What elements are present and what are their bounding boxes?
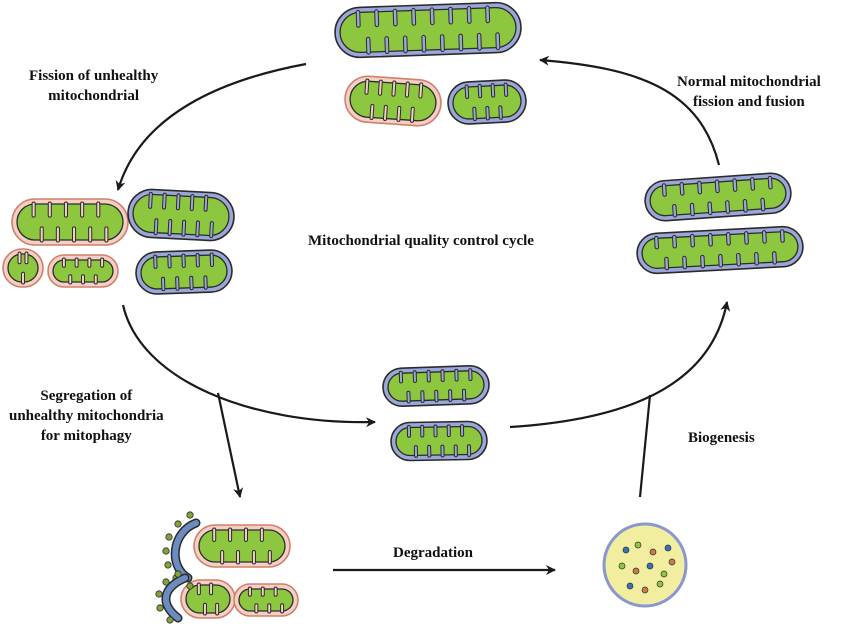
- mitochondrion-unhealthy-c: [47, 254, 119, 288]
- receptor-dot: [186, 582, 194, 590]
- degraded-particle: [649, 548, 657, 556]
- mitochondrion-healthy-pair-top: [382, 365, 490, 407]
- receptor-dot: [156, 604, 164, 612]
- label-line: unhealthy mitochondria: [9, 408, 164, 424]
- degraded-particle: [656, 580, 664, 588]
- receptor-dot: [165, 533, 173, 541]
- receptor-dots: [155, 570, 182, 624]
- diagram-title: Mitochondrial quality control cycle: [308, 231, 534, 251]
- mitochondrion-top-right: [447, 79, 527, 125]
- degraded-particle: [632, 567, 640, 575]
- receptor-dot: [164, 561, 172, 569]
- degraded-particle: [622, 546, 630, 554]
- degraded-particle: [634, 541, 642, 549]
- degraded-particle: [660, 570, 668, 578]
- degraded-particle: [641, 586, 649, 594]
- mitochondrion-unhealthy-b: [2, 248, 44, 288]
- mitochondrion-healthy-a: [127, 188, 235, 242]
- receptor-dot: [174, 570, 182, 578]
- label-fission-unhealthy: Fission of unhealthy mitochondrial: [29, 66, 158, 106]
- receptor-dot: [186, 511, 194, 519]
- degraded-particle: [626, 582, 634, 590]
- mitochondrion-top-left: [344, 75, 442, 127]
- receptor-dot: [166, 616, 174, 624]
- label-line: Fission of unhealthy: [29, 68, 159, 84]
- receptor-dot: [162, 547, 170, 555]
- mitochondrion-unhealthy-a: [11, 198, 129, 246]
- mitochondrion-healthy-b: [135, 249, 233, 295]
- receptor-dot: [162, 578, 170, 586]
- arrow-fused-to-top: [539, 55, 721, 166]
- label-text: Biogenesis: [688, 430, 755, 446]
- arrow-to-fused-pair: [509, 301, 731, 429]
- mitochondrion-large-fused: [334, 1, 522, 59]
- label-line: Normal mitochondrial: [677, 74, 821, 90]
- label-line: fission and fusion: [693, 94, 805, 110]
- arrow-fission-to-healthy-pair: [121, 304, 376, 428]
- lysosome-body: [602, 522, 688, 608]
- label-line: Segregation of: [40, 388, 133, 404]
- mitochondrion-engulfed-c: [233, 583, 299, 617]
- mitochondrion-healthy-pair-bottom: [390, 420, 488, 462]
- lysosome: [602, 522, 688, 608]
- mitochondrion-engulfed-b: [180, 579, 236, 619]
- degraded-particle: [618, 562, 626, 570]
- degraded-particle: [646, 562, 654, 570]
- label-line: mitochondrial: [48, 88, 140, 104]
- degraded-particle: [668, 558, 676, 566]
- phagophore-lower: [155, 570, 190, 624]
- label-normal-fission-fusion: Normal mitochondrial fission and fusion: [677, 72, 821, 112]
- label-line: for mitophagy: [40, 428, 132, 444]
- phagophore-upper: [162, 511, 201, 590]
- mitochondrion-fused-upper: [644, 172, 792, 222]
- degraded-particle: [664, 544, 672, 552]
- label-segregation: Segregation of unhealthy mitochondria fo…: [9, 386, 164, 446]
- arrow-biogenesis: [638, 394, 652, 498]
- arrow-to-mitophagy: [216, 392, 244, 498]
- label-biogenesis: Biogenesis: [688, 428, 755, 448]
- lysosome-contents: [618, 541, 676, 594]
- title-text: Mitochondrial quality control cycle: [308, 233, 534, 249]
- cycle-arrows: [115, 55, 731, 575]
- mitochondrion-engulfed-a: [193, 524, 291, 568]
- label-text: Degradation: [393, 545, 473, 561]
- mitochondrion-fused-lower: [636, 225, 804, 275]
- receptor-dot: [155, 590, 163, 598]
- label-degradation: Degradation: [393, 543, 473, 563]
- receptor-dot: [174, 520, 182, 528]
- arrow-top-to-fission: [115, 62, 307, 191]
